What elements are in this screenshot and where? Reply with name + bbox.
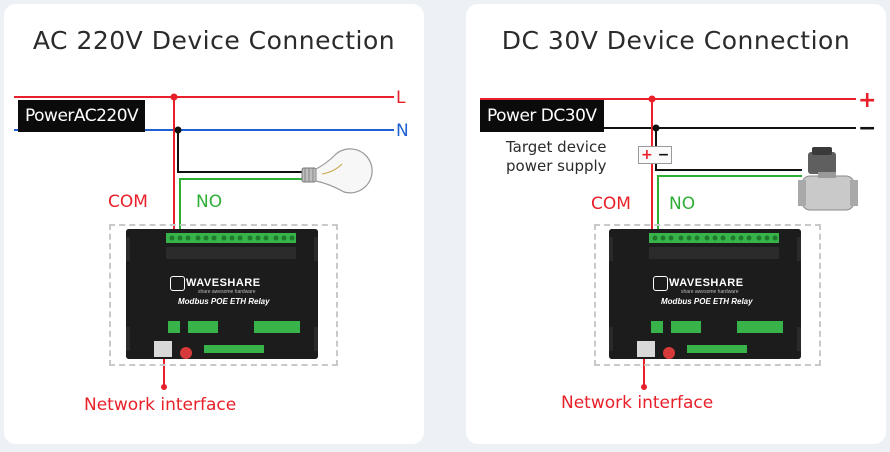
dc-connection-panel: DC 30V Device Connection Power DC30V + −… bbox=[466, 4, 886, 444]
dc-panel-title: DC 30V Device Connection bbox=[501, 26, 851, 55]
dc-no-wire bbox=[657, 175, 802, 236]
dc-com-label: COM bbox=[591, 194, 631, 214]
ac-no-wire bbox=[179, 178, 304, 236]
dc-line-plus-label: + bbox=[858, 88, 877, 113]
dc-negative-to-valve-wire bbox=[655, 128, 802, 171]
solenoid-valve-icon bbox=[798, 147, 858, 211]
ac-com-label: COM bbox=[108, 192, 148, 212]
dc-relay-terminals bbox=[609, 229, 801, 359]
ac-panel-title: AC 220V Device Connection bbox=[32, 26, 396, 55]
ac-relay-module: WAVESHARE share awesome hardware Modbus … bbox=[126, 229, 318, 359]
dc-network-interface-label: Network interface bbox=[561, 393, 714, 413]
ac-relay-brand: WAVESHARE bbox=[186, 277, 261, 289]
ac-relay-tagline: share awesome hardware bbox=[198, 289, 256, 295]
dc-relay-model: Modbus POE ETH Relay bbox=[661, 297, 753, 306]
ac-network-pointer-dot bbox=[161, 384, 167, 390]
dc-supply-label-line2: power supply bbox=[506, 157, 607, 175]
dc-relay-tagline: share awesome hardware bbox=[681, 289, 739, 295]
waveshare-logo-icon bbox=[170, 276, 185, 291]
dc-relay-module: WAVESHARE share awesome hardware Modbus … bbox=[609, 229, 801, 359]
ac-line-n-label: N bbox=[396, 121, 409, 141]
light-bulb-icon bbox=[301, 148, 373, 194]
dc-no-label: NO bbox=[669, 194, 696, 214]
dc-relay-outline bbox=[594, 224, 821, 366]
dc-network-pointer-dot bbox=[641, 384, 647, 390]
waveshare-logo-icon bbox=[653, 276, 668, 291]
dc-polarity-box: + − bbox=[638, 146, 673, 164]
dc-power-label: Power DC30V bbox=[480, 100, 604, 132]
ac-relay-model: Modbus POE ETH Relay bbox=[178, 297, 270, 306]
dc-polarity-minus: − bbox=[657, 147, 670, 163]
ac-relay-outline bbox=[109, 224, 338, 366]
ac-wiring-diagram bbox=[14, 93, 394, 390]
ac-no-label: NO bbox=[196, 192, 223, 212]
dc-line-minus-label: − bbox=[858, 116, 877, 141]
dc-supply-label: Target device power supply bbox=[506, 138, 607, 176]
dc-wiring-diagram bbox=[480, 95, 858, 390]
ac-network-interface-label: Network interface bbox=[84, 395, 237, 415]
ac-power-label: PowerAC220V bbox=[18, 100, 146, 132]
dc-polarity-plus: + bbox=[641, 147, 653, 163]
ac-neutral-to-lamp-wire bbox=[177, 130, 304, 173]
dc-supply-label-line1: Target device bbox=[506, 138, 607, 156]
ac-relay-terminals bbox=[126, 229, 318, 359]
ac-connection-panel: AC 220V Device Connection PowerAC220V L … bbox=[4, 4, 424, 444]
dc-relay-brand: WAVESHARE bbox=[669, 277, 744, 289]
ac-line-l-label: L bbox=[396, 88, 406, 108]
